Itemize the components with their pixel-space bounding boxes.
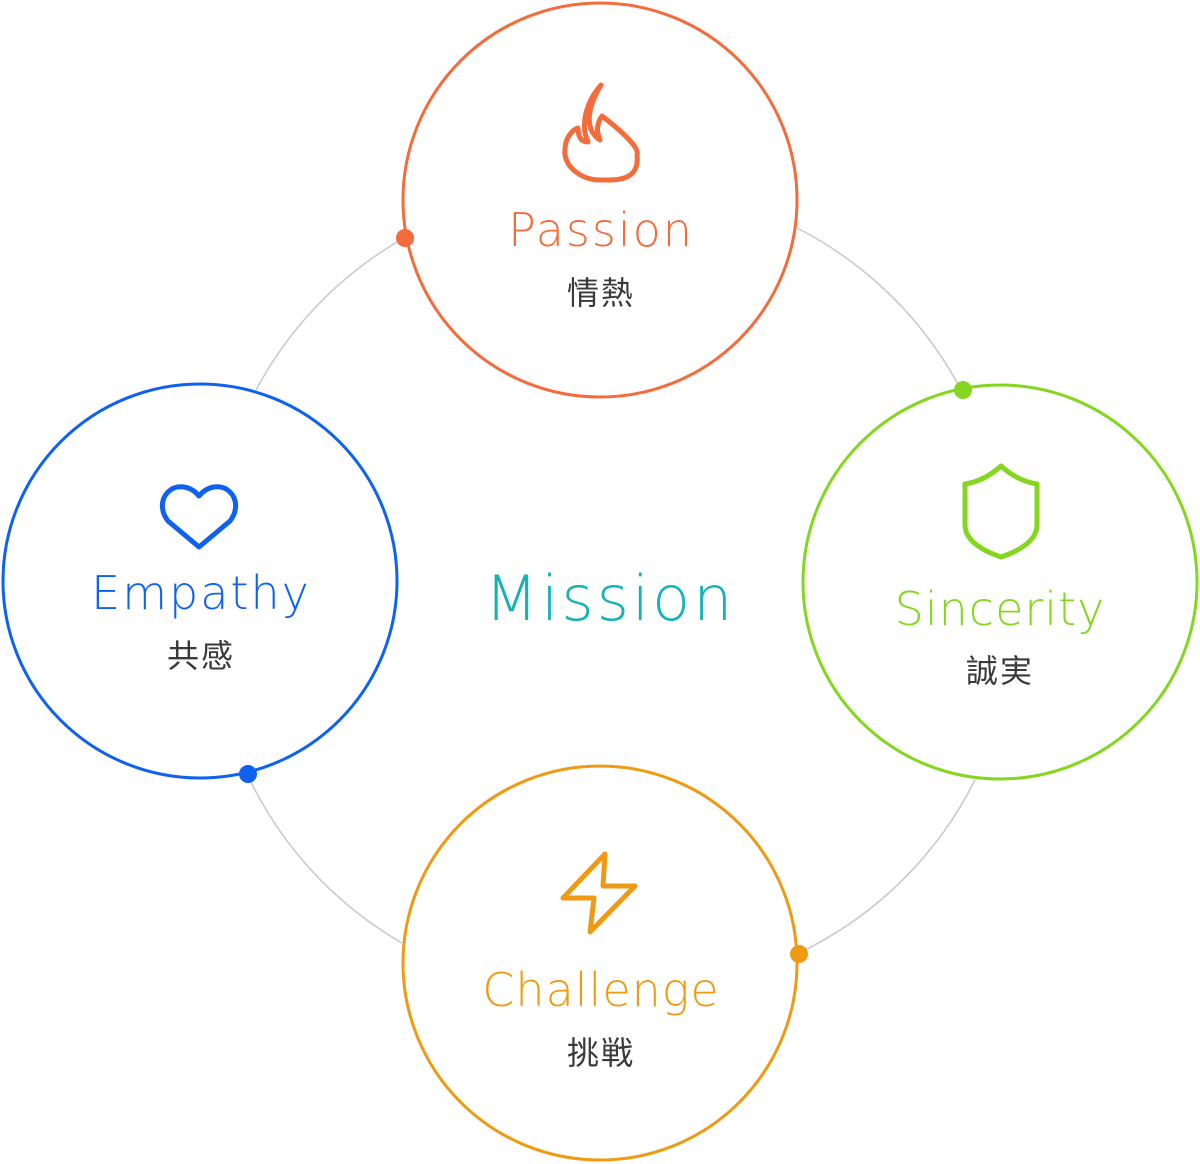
empathy-label-jp: 共感 bbox=[167, 637, 235, 675]
connector-ring bbox=[249, 227, 976, 951]
value-node-sincerity: Sincerity 誠実 bbox=[801, 383, 1199, 781]
challenge-dot bbox=[790, 945, 808, 963]
connector-arc-challenge-empathy bbox=[249, 779, 403, 944]
shield-icon bbox=[962, 463, 1040, 560]
passion-dot bbox=[396, 229, 414, 247]
connector-arc-passion-sincerity bbox=[796, 227, 961, 389]
sincerity-label: Sincerity bbox=[895, 582, 1106, 636]
passion-label-jp: 情熱 bbox=[567, 274, 635, 312]
challenge-circle bbox=[401, 764, 799, 1162]
value-node-passion: Passion 情熱 bbox=[401, 1, 799, 399]
sincerity-dot bbox=[954, 381, 972, 399]
empathy-label: Empathy bbox=[91, 566, 311, 620]
mission-label: Mission bbox=[485, 562, 736, 635]
passion-circle bbox=[401, 1, 799, 399]
passion-label: Passion bbox=[508, 203, 694, 257]
sincerity-circle bbox=[801, 383, 1199, 781]
connector-arc-sincerity-challenge bbox=[804, 779, 976, 951]
flame-icon bbox=[562, 82, 640, 183]
value-node-empathy: Empathy 共感 bbox=[1, 382, 399, 780]
challenge-label-jp: 挑戦 bbox=[567, 1034, 635, 1072]
challenge-label: Challenge bbox=[482, 963, 719, 1017]
value-node-challenge: Challenge 挑戦 bbox=[401, 764, 799, 1162]
lightning-icon bbox=[560, 851, 638, 935]
connector-arc-empathy-passion bbox=[255, 237, 405, 391]
heart-icon bbox=[159, 484, 239, 550]
empathy-circle bbox=[1, 382, 399, 780]
empathy-dot bbox=[239, 765, 257, 783]
sincerity-label-jp: 誠実 bbox=[966, 652, 1034, 690]
